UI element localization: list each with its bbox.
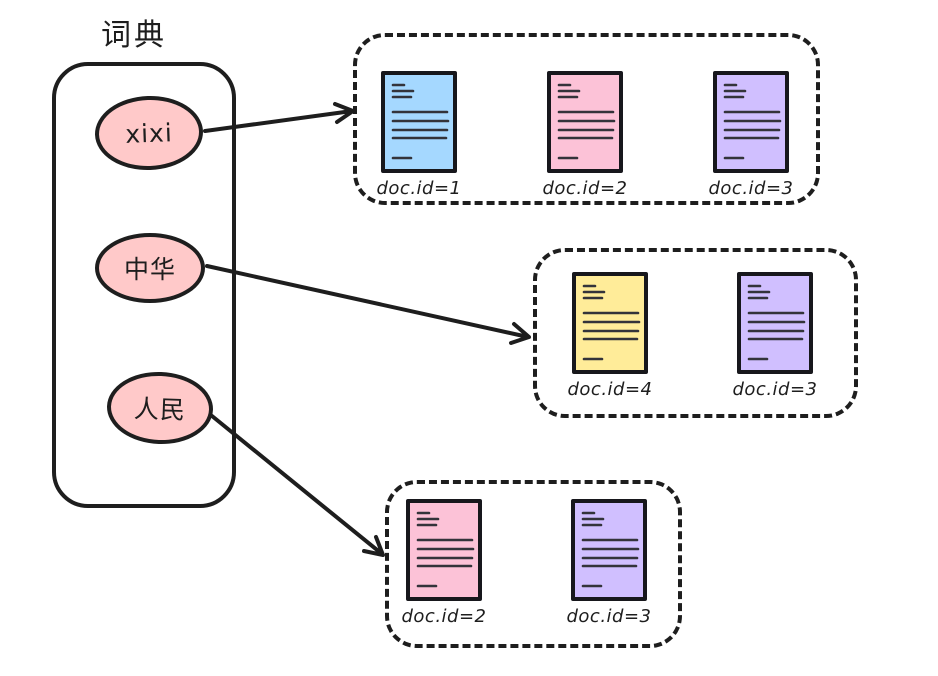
dictionary-title: 词典 (101, 18, 167, 53)
term-label: 中华 (123, 255, 176, 284)
doc-label: doc.id=2 (401, 606, 487, 627)
term-ellipse-zhonghua: 中华 (95, 233, 205, 303)
doc-text-lines-icon (416, 511, 475, 588)
doc-card (737, 272, 813, 374)
doc-text-lines-icon (391, 83, 450, 160)
doc-text-lines-icon (723, 83, 782, 160)
doc-item: doc.id=2 (401, 499, 486, 627)
doc-item: doc.id=3 (732, 272, 817, 400)
doc-text-lines-icon (581, 511, 640, 588)
term-label: 人民 (133, 394, 187, 425)
doc-text-lines-icon (747, 284, 806, 361)
arrow-zhonghua-to-group2 (205, 264, 531, 345)
doc-label: doc.id=3 (708, 178, 794, 199)
postings-group-3: doc.id=2 doc.id=3 (385, 480, 682, 648)
doc-card (572, 272, 648, 374)
doc-item: doc.id=4 (567, 272, 652, 400)
doc-card (381, 71, 457, 173)
doc-label: doc.id=2 (542, 178, 628, 199)
term-label: xixi (124, 117, 174, 149)
doc-label: doc.id=3 (566, 606, 652, 627)
doc-item: doc.id=2 (542, 71, 627, 199)
postings-group-1: doc.id=1 doc.id=2 (353, 33, 820, 205)
doc-card (547, 71, 623, 173)
postings-group-2: doc.id=4 doc.id=3 (533, 248, 858, 418)
doc-item: doc.id=3 (566, 499, 651, 627)
doc-item: doc.id=1 (376, 71, 461, 199)
doc-card (571, 499, 647, 601)
doc-card (406, 499, 482, 601)
doc-label: doc.id=4 (567, 379, 653, 400)
doc-text-lines-icon (582, 284, 641, 361)
doc-card (713, 71, 789, 173)
doc-text-lines-icon (557, 83, 616, 160)
doc-label: doc.id=3 (732, 379, 818, 400)
doc-label: doc.id=1 (376, 178, 462, 199)
arrow-renmin-to-group3 (210, 414, 385, 557)
doc-item: doc.id=3 (708, 71, 793, 199)
